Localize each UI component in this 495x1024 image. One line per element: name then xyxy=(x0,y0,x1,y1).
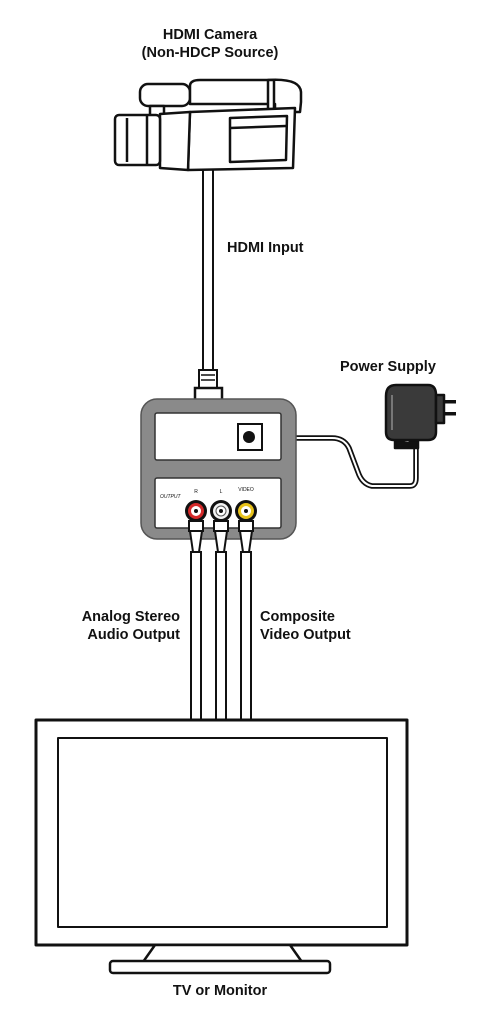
audio-output-label-line2: Audio Output xyxy=(87,627,180,643)
tv-monitor-icon xyxy=(34,718,409,975)
rca-port-r xyxy=(185,500,207,522)
tv-monitor-label: TV or Monitor xyxy=(172,983,268,999)
video-output-label-line1: Composite xyxy=(260,609,335,625)
port-r-label: R xyxy=(194,489,198,495)
camera-label-line1: HDMI Camera xyxy=(162,27,258,43)
hdmi-input-label: HDMI Input xyxy=(227,240,304,256)
camera-label-line2: (Non-HDCP Source) xyxy=(141,45,279,61)
rca-port-video xyxy=(235,500,257,522)
power-supply-label: Power Supply xyxy=(340,359,436,375)
power-adapter-icon xyxy=(384,383,456,450)
port-output-label: OUTPUT xyxy=(160,494,182,500)
video-output-label-line2: Video Output xyxy=(260,627,351,643)
port-l-label: L xyxy=(220,489,223,495)
camera-icon xyxy=(113,78,303,172)
audio-output-label-line1: Analog Stereo xyxy=(81,609,180,625)
port-video-label: VIDEO xyxy=(238,487,254,493)
audio-output-label: Analog Stereo Audio Output xyxy=(40,608,180,644)
camera-label: HDMI Camera (Non-HDCP Source) xyxy=(120,26,300,62)
video-output-label: Composite Video Output xyxy=(260,608,351,644)
converter-device: OUTPUT R L VIDEO xyxy=(140,398,297,540)
rca-cables xyxy=(188,520,254,723)
rca-port-l xyxy=(210,500,232,522)
